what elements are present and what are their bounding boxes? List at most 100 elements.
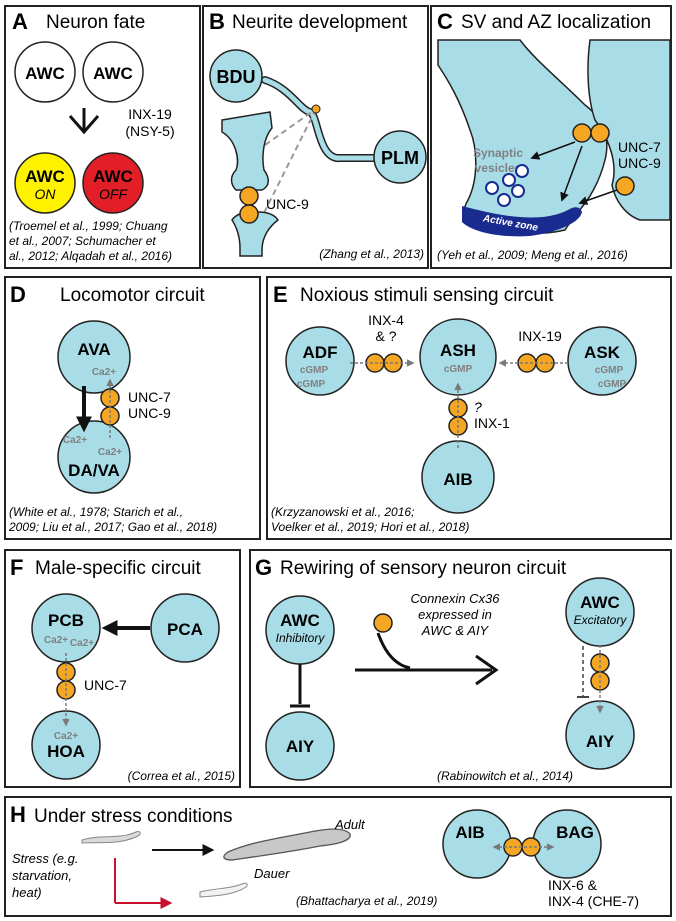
- panel-f: F Male-specific circuit PCB Ca2+ Ca2+ PC…: [4, 549, 241, 788]
- ash-label: ASH: [440, 341, 476, 360]
- ca-right-label: Ca2+: [98, 447, 122, 458]
- ava-cell: [57, 320, 131, 394]
- inx19-label: INX-19: [128, 106, 172, 122]
- plm-cell: [373, 130, 427, 184]
- bag-cell: [532, 809, 602, 879]
- vesicle-5: [497, 193, 511, 207]
- awc-off-state: OFF: [99, 186, 128, 202]
- pcb-cell: [31, 593, 101, 663]
- aib-cell: [442, 809, 512, 879]
- active-zone: [462, 206, 582, 237]
- hoa-label: HOA: [47, 742, 85, 761]
- ca-top-label: Ca2+: [92, 367, 116, 378]
- synaptic-label-2: vesicles: [475, 161, 522, 175]
- ava-label: AVA: [77, 340, 110, 359]
- gap-junction-small: [311, 104, 321, 114]
- vesicle-1: [485, 181, 499, 195]
- panel-d-title: Locomotor circuit: [60, 285, 205, 306]
- ask-cgmp-1: cGMP: [595, 365, 624, 376]
- aiy-cell-left: [265, 711, 335, 781]
- adult-worm-icon: [223, 828, 351, 861]
- panel-a-citation-3: al., 2012; Alqadah et al., 2016): [9, 249, 172, 263]
- panel-a-title: Neuron fate: [46, 12, 145, 33]
- pcb-ca-left: Ca2+: [44, 635, 68, 646]
- dauer-worm-icon: [199, 882, 248, 898]
- awc-excitatory-cell: [565, 577, 635, 647]
- presynaptic-terminal: [221, 111, 273, 191]
- panel-f-letter: F: [10, 555, 23, 580]
- panel-e: E Noxious stimuli sensing circuit ADF cG…: [266, 276, 672, 540]
- excitatory-label: Excitatory: [574, 613, 628, 627]
- awc-on-state: ON: [35, 186, 57, 202]
- cx36-label-3: AWC & AIY: [421, 623, 490, 638]
- adf-label: ADF: [303, 343, 338, 362]
- panel-e-letter: E: [273, 282, 288, 307]
- plm-label: PLM: [381, 148, 419, 168]
- rewire-arrow-icon: [475, 654, 499, 686]
- panel-h-title: Under stress conditions: [34, 806, 233, 827]
- panel-d-citation-1: (White et al., 1978; Starich et al.,: [9, 505, 183, 519]
- dauer-label: Dauer: [254, 866, 290, 881]
- awc-off-name: AWC: [93, 167, 133, 186]
- panel-a-letter: A: [12, 9, 28, 34]
- awc-off-cell: [82, 152, 144, 214]
- bag-label: BAG: [556, 823, 594, 842]
- panel-g-letter: G: [255, 555, 272, 580]
- inx1-label: INX-1: [474, 415, 510, 431]
- bdu-cell: [209, 49, 263, 103]
- inhibitory-label: Inhibitory: [276, 631, 326, 645]
- synaptic-label-1: Synaptic: [473, 146, 523, 160]
- pca-cell: [150, 593, 220, 663]
- gap-junction-2: [590, 123, 610, 143]
- panel-a: A Neuron fate AWC AWC INX-19 (NSY-5) AWC…: [4, 5, 201, 269]
- unc9-label: UNC-9: [266, 196, 309, 212]
- vesicle-4: [511, 184, 525, 198]
- aib-label: AIB: [443, 470, 472, 489]
- cx36-label-1: Connexin Cx36: [411, 591, 501, 606]
- worm-stress-icon: [81, 831, 141, 844]
- adf-cgmp-2: cGMP: [297, 379, 326, 390]
- cx36-channel: [373, 613, 393, 633]
- awc-on-name: AWC: [25, 167, 65, 186]
- vesicle-3: [515, 164, 529, 178]
- panel-c-title: SV and AZ localization: [461, 12, 651, 33]
- panel-b-letter: B: [209, 9, 225, 34]
- aiy-label-right: AIY: [586, 732, 615, 751]
- gap-junction-hemichannel-2: [239, 204, 259, 224]
- vesicle-2: [502, 173, 516, 187]
- panel-e-citation-2: Voelker et al., 2019; Hori et al., 2018): [271, 520, 469, 534]
- gap-junction-3: [615, 176, 635, 196]
- gap-junction-1: [572, 123, 592, 143]
- inx19-label: INX-19: [518, 328, 562, 344]
- cx36-label-2: expressed in: [418, 607, 492, 622]
- nsy5-label: (NSY-5): [125, 123, 174, 139]
- unc7-label: UNC-7: [128, 389, 171, 405]
- awc-label-left: AWC: [280, 611, 320, 630]
- panel-h-citation: (Bhattacharya et al., 2019): [296, 894, 437, 908]
- adf-cgmp-1: cGMP: [300, 365, 329, 376]
- panel-g-citation: (Rabinowitch et al., 2014): [437, 769, 573, 783]
- panel-g-title: Rewiring of sensory neuron circuit: [280, 558, 567, 579]
- ask-cell: [567, 326, 637, 396]
- panel-f-title: Male-specific circuit: [35, 558, 201, 579]
- pca-label: PCA: [167, 620, 203, 639]
- panel-a-citation-2: et al., 2007; Schumacher et: [9, 234, 156, 248]
- panel-c-letter: C: [437, 9, 453, 34]
- pcb-ca-right: Ca2+: [70, 638, 94, 649]
- inx4-label: INX-4: [368, 312, 404, 328]
- awc-cell-2: [82, 41, 144, 103]
- adjacent-neuron-shape: [587, 39, 671, 221]
- panel-d-citation-2: 2009; Liu et al., 2017; Gao et al., 2018…: [8, 520, 217, 534]
- unc9-label: UNC-9: [618, 155, 661, 171]
- hoa-ca: Ca2+: [54, 731, 78, 742]
- stress-label-3: heat): [12, 885, 42, 900]
- stress-label-1: Stress (e.g.: [12, 851, 78, 866]
- bdu-label: BDU: [217, 67, 256, 87]
- panel-b: B Neurite development BDU PLM UNC-9 (Zha…: [202, 5, 429, 269]
- inx4-che7-label: INX-4 (CHE-7): [548, 893, 639, 909]
- panel-b-title: Neurite development: [232, 12, 408, 33]
- dava-cell: [57, 420, 131, 494]
- ash-cgmp: cGMP: [444, 364, 473, 375]
- awc-cell-1-label: AWC: [25, 64, 65, 83]
- unc7-label: UNC-7: [618, 139, 661, 155]
